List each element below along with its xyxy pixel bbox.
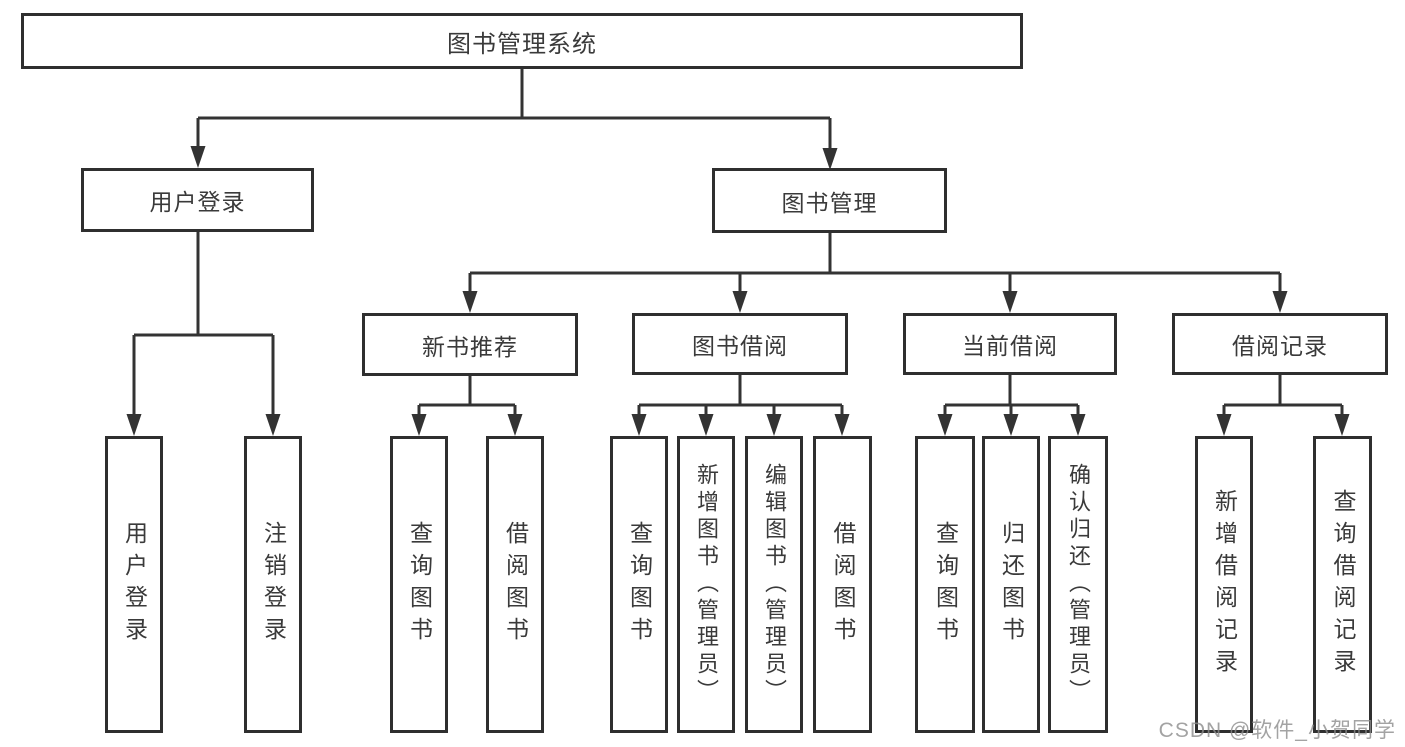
arrow-down-icon <box>265 414 281 436</box>
arrow-down-icon <box>834 414 850 436</box>
arrow-down-icon <box>1334 414 1350 436</box>
node-leaf-edit-book-admin: 编辑图书（管理员） <box>745 436 803 733</box>
node-leaf-borrow-book: 借阅图书 <box>486 436 544 733</box>
node-leaf-add-borrow-record: 新增借阅记录 <box>1195 436 1253 733</box>
arrow-down-icon <box>190 146 206 168</box>
node-leaf-query-book: 查询图书 <box>390 436 448 733</box>
node-label: 归还图书 <box>998 520 1025 649</box>
node-label: 查询图书 <box>626 520 653 649</box>
node-book-borrowing: 图书借阅 <box>632 313 848 375</box>
arrow-down-icon <box>462 291 478 313</box>
node-label: 注销登录 <box>260 520 287 649</box>
arrow-down-icon <box>126 414 142 436</box>
arrow-down-icon <box>1070 414 1086 436</box>
arrow-down-icon <box>1003 414 1019 436</box>
arrow-down-icon <box>732 291 748 313</box>
node-leaf-borrow-book: 借阅图书 <box>813 436 872 733</box>
arrow-down-icon <box>1216 414 1232 436</box>
node-label: 用户登录 <box>121 520 148 649</box>
node-label: 查询借阅记录 <box>1330 488 1356 681</box>
node-user-login: 用户登录 <box>81 168 314 232</box>
arrow-down-icon <box>631 414 647 436</box>
node-current-borrowing: 当前借阅 <box>903 313 1117 375</box>
node-leaf-return-book: 归还图书 <box>982 436 1040 733</box>
node-label: 新增借阅记录 <box>1211 488 1238 681</box>
arrow-down-icon <box>411 414 427 436</box>
watermark: CSDN @软件_小贺同学 <box>1158 719 1396 742</box>
arrow-down-icon <box>937 414 953 436</box>
node-label: 编辑图书（管理员） <box>762 463 787 706</box>
node-label: 借阅图书 <box>830 520 856 649</box>
node-book-management: 图书管理 <box>712 168 947 233</box>
node-leaf-logout: 注销登录 <box>244 436 302 733</box>
node-leaf-query-book: 查询图书 <box>915 436 975 733</box>
node-label: 借阅图书 <box>502 520 529 649</box>
node-label: 新增图书（管理员） <box>694 463 719 706</box>
node-label: 查询图书 <box>932 520 959 649</box>
node-leaf-query-book: 查询图书 <box>610 436 668 733</box>
arrow-down-icon <box>698 414 714 436</box>
node-label: 查询图书 <box>406 520 433 649</box>
node-label: 确认归还（管理员） <box>1066 463 1091 706</box>
arrow-down-icon <box>766 414 782 436</box>
node-borrowing-records: 借阅记录 <box>1172 313 1388 375</box>
node-leaf-query-borrow-record: 查询借阅记录 <box>1313 436 1372 733</box>
node-leaf-user-login: 用户登录 <box>105 436 163 733</box>
node-leaf-confirm-return-admin: 确认归还（管理员） <box>1048 436 1108 733</box>
node-library-management-system: 图书管理系统 <box>21 13 1023 69</box>
node-leaf-add-book-admin: 新增图书（管理员） <box>677 436 735 733</box>
arrow-down-icon <box>822 148 838 170</box>
arrow-down-icon <box>507 414 523 436</box>
arrow-down-icon <box>1002 291 1018 313</box>
arrow-down-icon <box>1272 291 1288 313</box>
node-new-book-recommend: 新书推荐 <box>362 313 578 376</box>
